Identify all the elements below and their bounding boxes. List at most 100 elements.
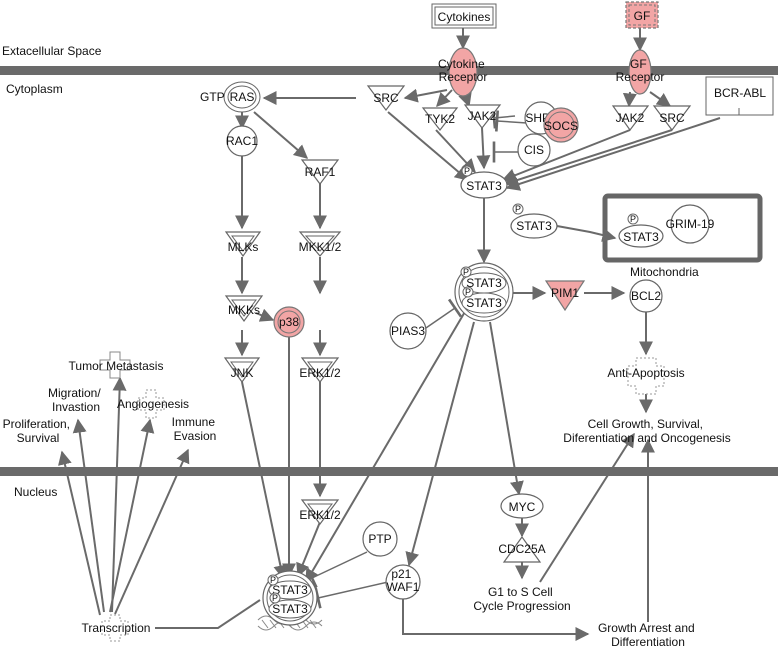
migration-line1: Migration/ <box>48 386 101 400</box>
gf-node[interactable]: GF <box>625 1 659 29</box>
erk12-node[interactable]: ERK1/2 <box>299 357 341 383</box>
svg-text:SOCS: SOCS <box>544 119 578 133</box>
svg-text:JAK2: JAK2 <box>616 111 645 125</box>
svg-text:Transcription: Transcription <box>82 621 151 635</box>
bcl2-node[interactable]: BCL2 <box>629 279 663 313</box>
svg-text:RAC1: RAC1 <box>226 134 258 148</box>
stat3-dimer-node[interactable]: STAT3 STAT3 P P <box>454 262 514 322</box>
ras-label: RAS <box>230 90 255 104</box>
mkks-node[interactable]: MKKs <box>224 295 264 323</box>
svg-text:CIS: CIS <box>524 143 544 157</box>
rac1-node[interactable]: RAC1 <box>226 125 258 157</box>
phospho-marker <box>269 592 281 604</box>
nuclear-membrane <box>0 467 778 476</box>
svg-text:PIM1: PIM1 <box>551 286 579 300</box>
svg-text:p21 WAF1: p21 WAF1 <box>387 567 420 594</box>
svg-text:Cytokines: Cytokines <box>438 10 491 24</box>
gtp-ras-node[interactable]: GTP RAS <box>200 81 261 113</box>
stat3-nuc-bot-label: STAT3 <box>272 602 308 616</box>
ptp-node[interactable]: PTP <box>362 521 398 557</box>
mito-complex[interactable]: STAT3 GRIM-19 P <box>618 204 715 248</box>
phospho-marker <box>462 286 474 298</box>
immune-line2: Evasion <box>174 429 217 443</box>
proliferation-survival-node[interactable]: Proliferation, Survival <box>3 417 74 445</box>
g1-s-progression-node[interactable]: G1 to S Cell Cycle Progression <box>473 585 570 613</box>
angiogenesis-node[interactable]: Angiogenesis <box>117 389 189 419</box>
growth-arrest-line1: Growth Arrest and <box>598 621 695 635</box>
stat3-node-a[interactable]: STAT3 P <box>460 165 508 199</box>
gf-receptor-node[interactable]: GF Receptor <box>616 49 665 95</box>
cell-growth-node[interactable]: Cell Growth, Survival, Diferentiation an… <box>563 417 730 445</box>
tyk2-node[interactable]: TYK2 <box>421 107 459 131</box>
stat3-nuclear-dimer-node[interactable]: STAT3 STAT3 P P <box>257 570 323 631</box>
phospho-marker <box>461 165 473 177</box>
src-node-2[interactable]: SRC <box>652 105 692 131</box>
svg-text:PTP: PTP <box>368 532 391 546</box>
svg-text:Migration/ Invastion: Migration/ Invastion <box>48 386 104 414</box>
svg-text:BCL2: BCL2 <box>631 289 661 303</box>
svg-text:SRC: SRC <box>659 111 685 125</box>
immune-evasion-node[interactable]: Immune Evasion <box>172 415 219 443</box>
gtp-label: GTP <box>200 90 225 104</box>
tumor-metastasis-node[interactable]: Tumor Metastasis <box>69 351 164 379</box>
anti-apoptosis-node[interactable]: Anti-Apoptosis <box>607 357 685 395</box>
svg-text:MYC: MYC <box>509 500 536 514</box>
myc-node[interactable]: MYC <box>500 493 544 519</box>
grim19-label: GRIM-19 <box>666 217 715 231</box>
cytoplasm-label: Cytoplasm <box>6 82 63 96</box>
svg-text:Anti-Apoptosis: Anti-Apoptosis <box>607 366 684 380</box>
svg-text:GF: GF <box>634 9 651 23</box>
pim1-node[interactable]: PIM1 <box>544 280 586 312</box>
stat3-nuc-top-label: STAT3 <box>272 583 308 597</box>
cytokines-node[interactable]: Cytokines <box>431 3 497 29</box>
svg-text:P: P <box>272 593 278 603</box>
svg-text:STAT3: STAT3 <box>516 219 552 233</box>
svg-text:ERK1/2: ERK1/2 <box>299 366 341 380</box>
mlks-node[interactable]: MLKs <box>224 231 262 258</box>
p21-line2: WAF1 <box>387 580 420 594</box>
mkk12-node[interactable]: MKK1/2 <box>299 231 342 257</box>
migration-invasion-node[interactable]: Migration/ Invastion <box>48 386 104 414</box>
stat3-mito-label: STAT3 <box>623 230 659 244</box>
mitochondria-box <box>602 193 763 263</box>
svg-text:MKK1/2: MKK1/2 <box>299 240 342 254</box>
stat3-node-b[interactable]: STAT3 P <box>510 203 558 239</box>
svg-text:MKKs: MKKs <box>228 303 260 317</box>
svg-text:Proliferation, Surviva: Proliferation, Survival <box>3 417 74 445</box>
cis-node[interactable]: CIS <box>517 133 551 167</box>
cytokine-receptor-node[interactable]: Cytokine Receptor <box>438 47 488 97</box>
edges <box>58 27 721 641</box>
p21-waf1-node[interactable]: p21 WAF1 <box>385 564 421 600</box>
svg-text:P: P <box>270 575 276 585</box>
stat3-dimer-bot-label: STAT3 <box>466 296 502 310</box>
transcription-node[interactable]: Transcription <box>82 614 151 642</box>
svg-text:p38: p38 <box>279 315 299 329</box>
immune-line1: Immune <box>172 415 216 429</box>
pias3-node[interactable]: PIAS3 <box>389 312 427 350</box>
proliferation-line1: Proliferation, <box>3 417 70 431</box>
jak2-node-2[interactable]: JAK2 <box>611 105 650 132</box>
svg-text:ERK1/2: ERK1/2 <box>299 508 341 522</box>
svg-text:MLKs: MLKs <box>228 240 259 254</box>
src-node-1[interactable]: SRC <box>366 85 406 111</box>
proliferation-line2: Survival <box>17 431 60 445</box>
jak2-node-1[interactable]: JAK2 <box>463 104 502 129</box>
raf1-node[interactable]: RAF1 <box>300 159 340 185</box>
svg-text:BCR-ABL: BCR-ABL <box>714 86 766 100</box>
socs-node[interactable]: SOCS <box>543 107 579 143</box>
growth-arrest-node[interactable]: Growth Arrest and Differentiation <box>598 621 698 649</box>
p38-node[interactable]: p38 <box>273 306 305 338</box>
svg-text:JAK2: JAK2 <box>468 109 497 123</box>
jnk-node[interactable]: JNK <box>223 357 261 384</box>
svg-text:JNK: JNK <box>231 366 254 380</box>
cdc25a-node[interactable]: CDC25A <box>498 535 546 563</box>
gf-receptor-line2: Receptor <box>616 70 665 84</box>
cell-membrane <box>0 66 778 75</box>
svg-text:P: P <box>630 214 636 224</box>
erk12-nuclear-node[interactable]: ERK1/2 <box>299 499 341 525</box>
p21-line1: p21 <box>391 567 411 581</box>
g1s-line1: G1 to S Cell <box>488 585 553 599</box>
phospho-marker <box>460 266 472 278</box>
bcr-abl-node[interactable]: BCR-ABL <box>705 76 774 116</box>
svg-text:P: P <box>464 166 470 176</box>
